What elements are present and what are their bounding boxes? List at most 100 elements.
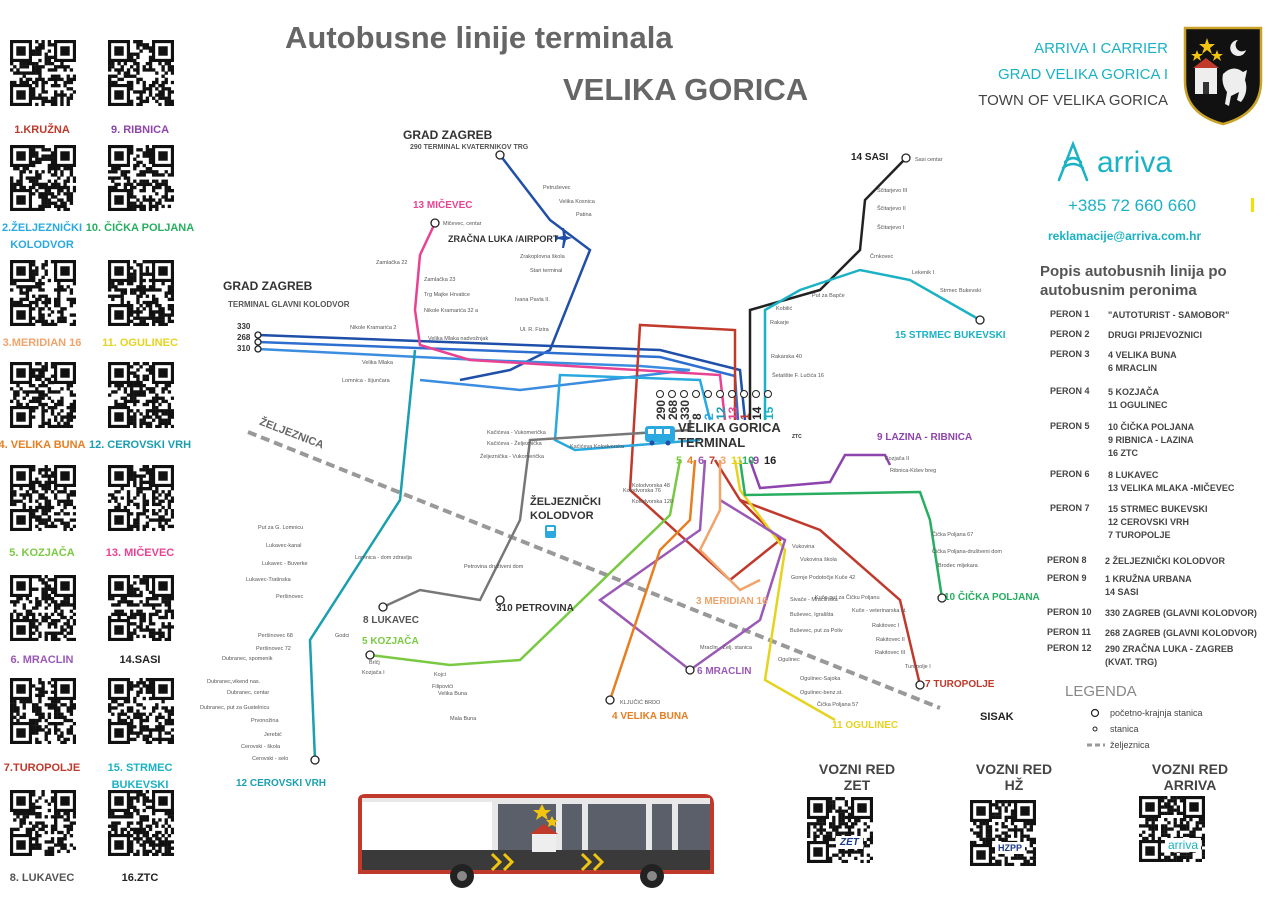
map-zeljeznicki-label: ŽELJEZNIČKI KOLODVOR [530,496,601,522]
email-link[interactable]: reklamacije@arriva.com.hr [1048,229,1202,243]
endpoint-330[interactable] [254,331,262,339]
stop-label: Dubranec, centar [227,690,270,696]
qr-code-line-14[interactable] [108,678,174,744]
stop-label: Put za G. Lomnicu [258,525,304,531]
stop-label: Nikole Kramarića 32 a [424,308,479,314]
qr-code-label: 5. KOZJAČA [9,547,75,559]
qr-code-label: 9. RIBNICA [110,124,170,136]
qr-code-line-9[interactable] [10,465,76,531]
stop-label: Prvonožina [251,718,279,724]
endpoint-mraclin[interactable] [685,665,695,675]
endpoint-turopolje[interactable] [915,680,925,690]
endpoint-310[interactable] [254,345,262,353]
qr-code-line-15[interactable] [10,790,76,856]
qr-code-line-7[interactable] [10,362,76,428]
qr-code-line-6[interactable] [108,260,174,326]
peron-label: PERON 12 [1047,643,1092,653]
legend-item-stop: stanica [1110,724,1139,734]
endpoint-268[interactable] [254,338,262,346]
peron-lines: DRUGI PRIJEVOZNICI [1108,330,1203,340]
platform-stop[interactable] [680,390,688,398]
qr-code-line-3[interactable] [10,145,76,211]
qr-code-zet[interactable] [807,797,905,895]
endpoint-strmec[interactable] [975,315,985,325]
endpoint-kvaternikov[interactable] [495,150,505,160]
map-terminal-kvaternikov: 290 TERMINAL KVATERNIKOV TRG [410,144,529,151]
qr-code-line-5[interactable] [10,260,76,326]
qr-code-line-12[interactable] [108,575,174,641]
platform-stop[interactable] [692,390,700,398]
arriva-brand-name: arriva [1097,146,1172,179]
destination-label: 13 MIČEVEC [413,200,473,211]
qr-code-line-11[interactable] [10,575,76,641]
endpoint-lukavec[interactable] [378,602,388,612]
route-11 [733,459,836,722]
platform-stop[interactable] [704,390,712,398]
route-2 [553,373,712,452]
qr-code-label: 1.KRUŽNA [14,124,70,136]
stop-label: Strmec Bukevski [940,288,981,294]
stop-label: Put za Bapče [812,293,845,299]
endpoint-cicka-poljana[interactable] [937,593,947,603]
legend-symbols [1087,708,1105,747]
qr-code-line-8[interactable] [108,362,174,428]
qr-code-line-13[interactable] [10,678,76,744]
stop-label: Rakarje [770,320,789,326]
stop-label: Mala Buna [450,716,477,722]
stop-label: Jerebić [264,732,282,738]
platform-number: 5 [676,455,683,467]
legend-item-railway: željeznica [1110,740,1150,750]
stop-icon [1092,726,1098,732]
platform-stop[interactable] [764,390,772,398]
line-number-label: 268 [237,333,251,342]
bus-illustration [358,794,714,888]
platform-stop[interactable] [728,390,736,398]
qr-code-label: 4. VELIKA BUNA [0,439,86,451]
peron-label: PERON 6 [1050,469,1090,479]
stop-label: Petruševec [543,185,571,191]
platform-stop[interactable] [668,390,676,398]
endpoint-petrovina[interactable] [495,595,505,605]
stop-label: Peršinovec [276,594,304,600]
route-1 [628,323,782,582]
stop-label: KLJUČIĆ BRDO [620,700,661,706]
endpoint-micevec[interactable] [430,218,440,228]
stop-label: Filipovići [432,684,454,690]
qr-code-line-10[interactable] [108,465,174,531]
platform-stop[interactable] [716,390,724,398]
stop-label: Lukavec-Tratinska [246,577,291,583]
peron-label: PERON 9 [1047,573,1087,583]
map-grad-zagreb-west: GRAD ZAGREB [223,279,313,293]
platform-stop[interactable] [752,390,760,398]
arriva-qr-logo: arriva [1165,838,1202,852]
stop-label: Črnkovec [870,254,894,260]
route-10 [738,459,944,599]
stop-label: Čička Poljana-društveni dom [932,549,1003,555]
endpoint-velika-buna[interactable] [605,695,615,705]
qr-code-line-16[interactable] [108,790,174,856]
platform-stop[interactable] [740,390,748,398]
stop-label: Kačićeva Kolodvorska [570,444,625,450]
stop-label: Kojci [434,672,446,678]
stop-label: Dubranec, put za Gustelnicu [200,705,270,711]
endpoint-sasi[interactable] [901,153,911,163]
map-airport-label: ZRAČNA LUKA /AIRPORT [448,234,559,244]
carrier-line-1: ARRIVA I CARRIER [1034,40,1168,57]
platform-number: 7 [709,455,716,467]
stop-label: Rakitovec II [876,637,905,643]
platform-stop[interactable] [656,390,664,398]
qr-code-line-1[interactable] [10,40,76,106]
endpoint-kozjaca[interactable] [365,650,375,660]
destination-label: 10 ČIČKA POLJANA [944,592,1040,603]
stop-label: Gornje Podotočje Kuče 42 [791,575,856,581]
destination-label: 11 OGULINEC [832,720,899,731]
phone-number[interactable]: +385 72 660 660 [1068,196,1197,215]
qr-code-hz[interactable] [970,800,1065,895]
qr-code-label: 7.TUROPOLJE [3,762,81,774]
route-15 [763,268,981,420]
qr-code-line-4[interactable] [108,145,174,211]
endpoint-cerovski[interactable] [310,755,320,765]
platform-number: 16 [764,455,777,467]
stop-label: Lukavec-kanal [266,543,302,549]
qr-code-line-2[interactable] [108,40,174,106]
